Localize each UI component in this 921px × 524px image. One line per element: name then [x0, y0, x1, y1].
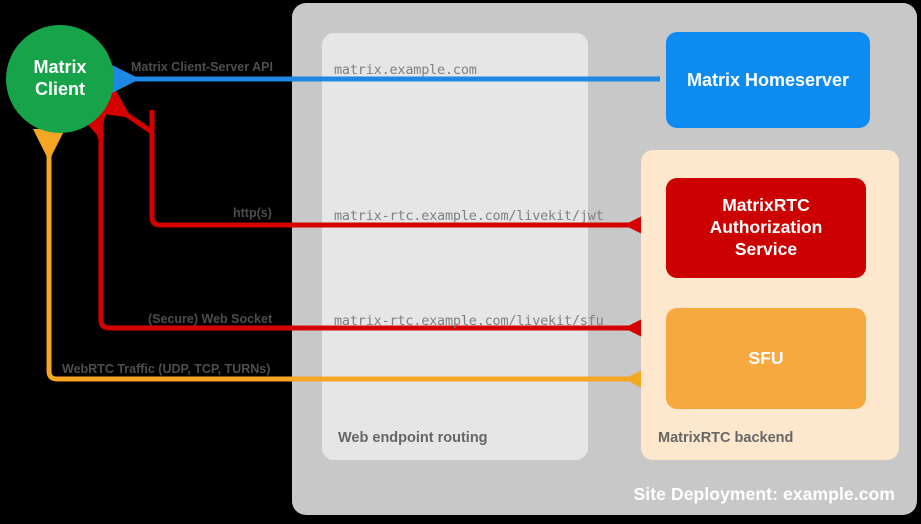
flow-label-https: http(s)	[233, 206, 272, 220]
flow-label-secure-web-socket: (Secure) Web Socket	[148, 312, 273, 326]
flow-line-https	[149, 110, 657, 241]
endpoint-label-livekit-sfu: matrix-rtc.example.com/livekit/sfu	[334, 313, 604, 329]
endpoint-label-livekit-jwt: matrix-rtc.example.com/livekit/jwt	[334, 208, 604, 224]
node-sfu[interactable]: SFU	[666, 308, 866, 409]
flow-line-secure-web-socket	[98, 118, 657, 344]
flow-label-webrtc-traffic: WebRTC Traffic (UDP, TCP, TURNs)	[62, 362, 271, 376]
site-deployment-label: Site Deployment: example.com	[633, 484, 895, 504]
node-matrix-homeserver[interactable]: Matrix Homeserver	[666, 32, 870, 128]
web-endpoint-routing-container: Web endpoint routing	[322, 33, 588, 460]
endpoint-label-matrix-homeserver: matrix.example.com	[334, 62, 477, 78]
flow-line-webrtc-traffic	[46, 140, 657, 395]
node-matrix-homeserver-label: Matrix Homeserver	[686, 69, 850, 90]
matrixrtc-backend-label: MatrixRTC backend	[658, 430, 794, 446]
flow-label-matrix-client-server-api: Matrix Client-Server API	[131, 60, 273, 74]
node-sfu-label: SFU	[748, 347, 784, 368]
flow-arrowhead-https-to-client	[95, 86, 154, 135]
web-endpoint-routing-label: Web endpoint routing	[338, 430, 488, 446]
